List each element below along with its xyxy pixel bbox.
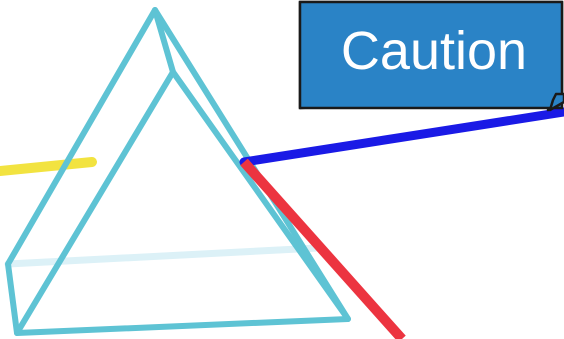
callout-label: Caution	[341, 21, 527, 81]
callout-pointer	[548, 92, 564, 112]
callout-box-body	[298, 0, 564, 110]
prism	[5, 7, 351, 336]
caution-callout: Caution	[298, 0, 564, 112]
refracted-light-beam	[240, 158, 406, 339]
prism-outer-edge	[5, 7, 351, 336]
prism-back-edge	[4, 244, 322, 268]
prism-front-face	[14, 69, 351, 336]
reflected-light-beam	[239, 107, 564, 167]
incoming-light-beam	[0, 157, 97, 176]
prism-apex-edge	[152, 7, 176, 75]
